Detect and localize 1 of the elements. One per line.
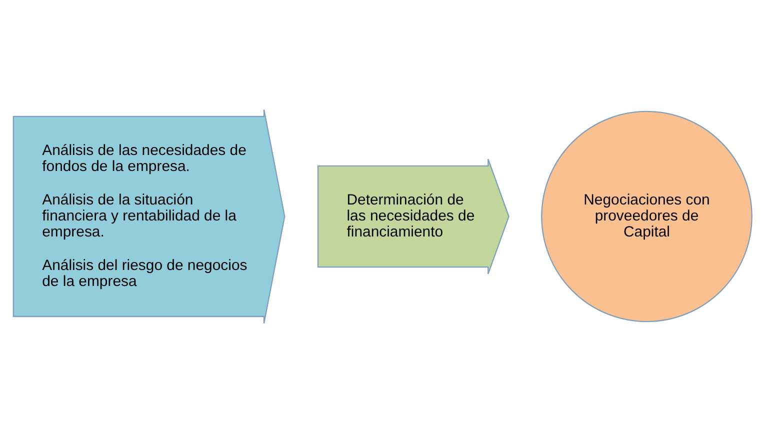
node-circle: Negociaciones con proveedores de Capital [541, 110, 752, 322]
